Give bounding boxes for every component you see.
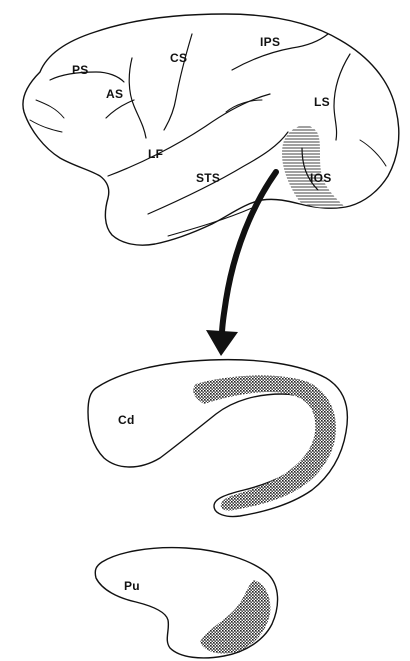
label-central-sulcus: CS <box>170 51 187 65</box>
label-inferior-occipital-sulcus: IOS <box>310 171 332 185</box>
arrow-head <box>206 330 238 356</box>
label-principal-sulcus: PS <box>72 63 89 77</box>
caudate-nucleus: Cd <box>88 360 347 517</box>
brain-lateral-view: PS AS CS IPS LS LF STS IOS <box>23 14 399 245</box>
label-putamen: Pu <box>124 579 140 593</box>
label-superior-temporal-sulcus: STS <box>196 171 220 185</box>
putamen: Pu <box>95 548 277 658</box>
cerebrum-outline <box>23 14 399 245</box>
label-intraparietal-sulcus: IPS <box>260 35 280 49</box>
label-lunate-sulcus: LS <box>314 95 330 109</box>
label-lateral-fissure: LF <box>148 147 163 161</box>
label-arcuate-sulcus: AS <box>106 87 123 101</box>
label-caudate: Cd <box>118 413 135 427</box>
